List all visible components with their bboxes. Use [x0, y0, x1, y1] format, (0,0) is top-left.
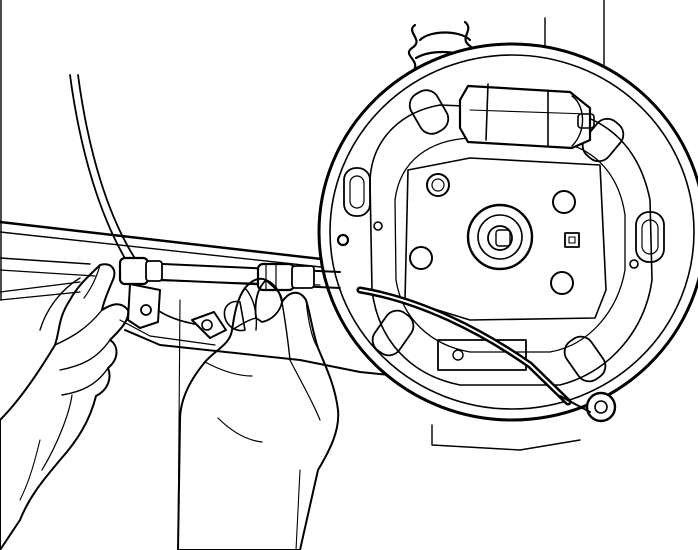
- vehicle-frame: [0, 0, 605, 550]
- brake-backing-plate: [317, 42, 698, 422]
- left-hand: [0, 263, 130, 550]
- cable-guide-tube: [118, 256, 341, 292]
- cable-bracket: [127, 283, 227, 339]
- right-hand-fingers: [223, 279, 283, 332]
- axle-hub: [466, 203, 534, 271]
- wheel-cylinder: [458, 83, 595, 150]
- parking-brake-cable: [0, 74, 617, 423]
